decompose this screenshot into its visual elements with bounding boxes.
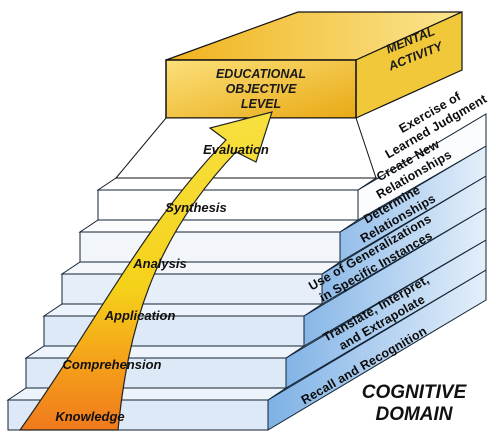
level-label-application: Application [104,308,176,323]
level-label-analysis: Analysis [132,256,186,271]
level-label-knowledge: Knowledge [55,409,124,424]
progression-arrow [18,111,273,431]
level-label-synthesis: Synthesis [165,200,226,215]
domain-label: COGNITIVE DOMAIN [362,382,468,425]
top-block [114,11,463,179]
domain-line-2: DOMAIN [375,404,453,425]
pyramid-steps [6,113,487,431]
level-label-comprehension: Comprehension [63,357,162,372]
header-left-line-1: EDUCATIONAL [216,67,306,81]
header-left-line-3: LEVEL [241,97,281,111]
level-labels: Knowledge Comprehension Application Anal… [55,142,269,424]
domain-line-1: COGNITIVE [362,382,468,403]
header-left-line-2: OBJECTIVE [226,82,298,96]
level-label-evaluation: Evaluation [203,142,269,157]
